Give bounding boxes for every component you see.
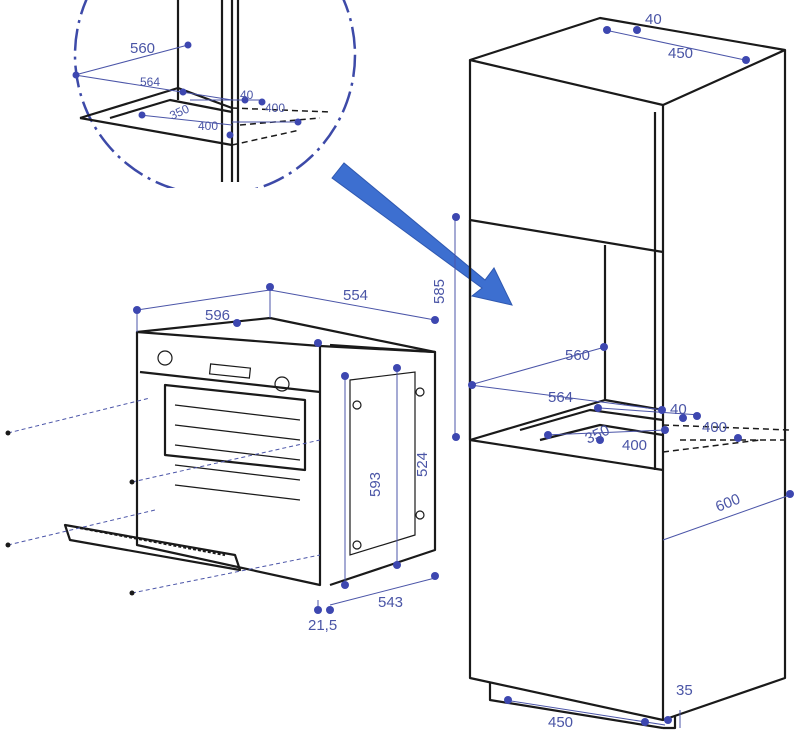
label-oven-front-width: 596 xyxy=(205,307,230,324)
arrow-icon xyxy=(331,162,513,306)
label-niche-height: 585 xyxy=(431,279,448,304)
label-oven-body-depth: 543 xyxy=(378,594,403,611)
label-vent-offset: 40 xyxy=(670,401,687,418)
inset-label-vent-offset: 40 xyxy=(240,88,254,102)
inset-label-niche-width: 564 xyxy=(140,75,160,89)
label-top-width: 450 xyxy=(668,45,693,62)
tall-cabinet: 40 450 585 560 564 40 400 350 400 600 35… xyxy=(431,11,794,731)
inset-label-niche-depth: 560 xyxy=(130,40,155,57)
label-vent-width: 400 xyxy=(702,419,727,436)
oven: 596 554 593 524 21,5 543 xyxy=(5,283,439,634)
label-oven-front-height: 593 xyxy=(367,472,384,497)
label-plinth-width: 450 xyxy=(548,714,573,731)
label-oven-body-width: 554 xyxy=(343,287,368,304)
label-oven-front-thickness: 21,5 xyxy=(308,617,337,634)
inset-detail: 560 564 40 400 350 400 xyxy=(72,0,357,188)
label-niche-width: 564 xyxy=(548,389,573,406)
label-side-depth: 600 xyxy=(713,491,743,516)
label-oven-body-height: 524 xyxy=(414,452,431,477)
label-vent-length: 400 xyxy=(622,437,647,454)
inset-label-vent-width: 400 xyxy=(265,101,285,115)
label-top-offset: 40 xyxy=(645,11,662,28)
inset-label-vent-length: 400 xyxy=(198,119,218,133)
label-plinth-height: 35 xyxy=(676,682,693,699)
inset-circle xyxy=(73,0,357,188)
label-niche-depth: 560 xyxy=(565,347,590,364)
inset-label-vent-depth: 350 xyxy=(167,101,191,122)
